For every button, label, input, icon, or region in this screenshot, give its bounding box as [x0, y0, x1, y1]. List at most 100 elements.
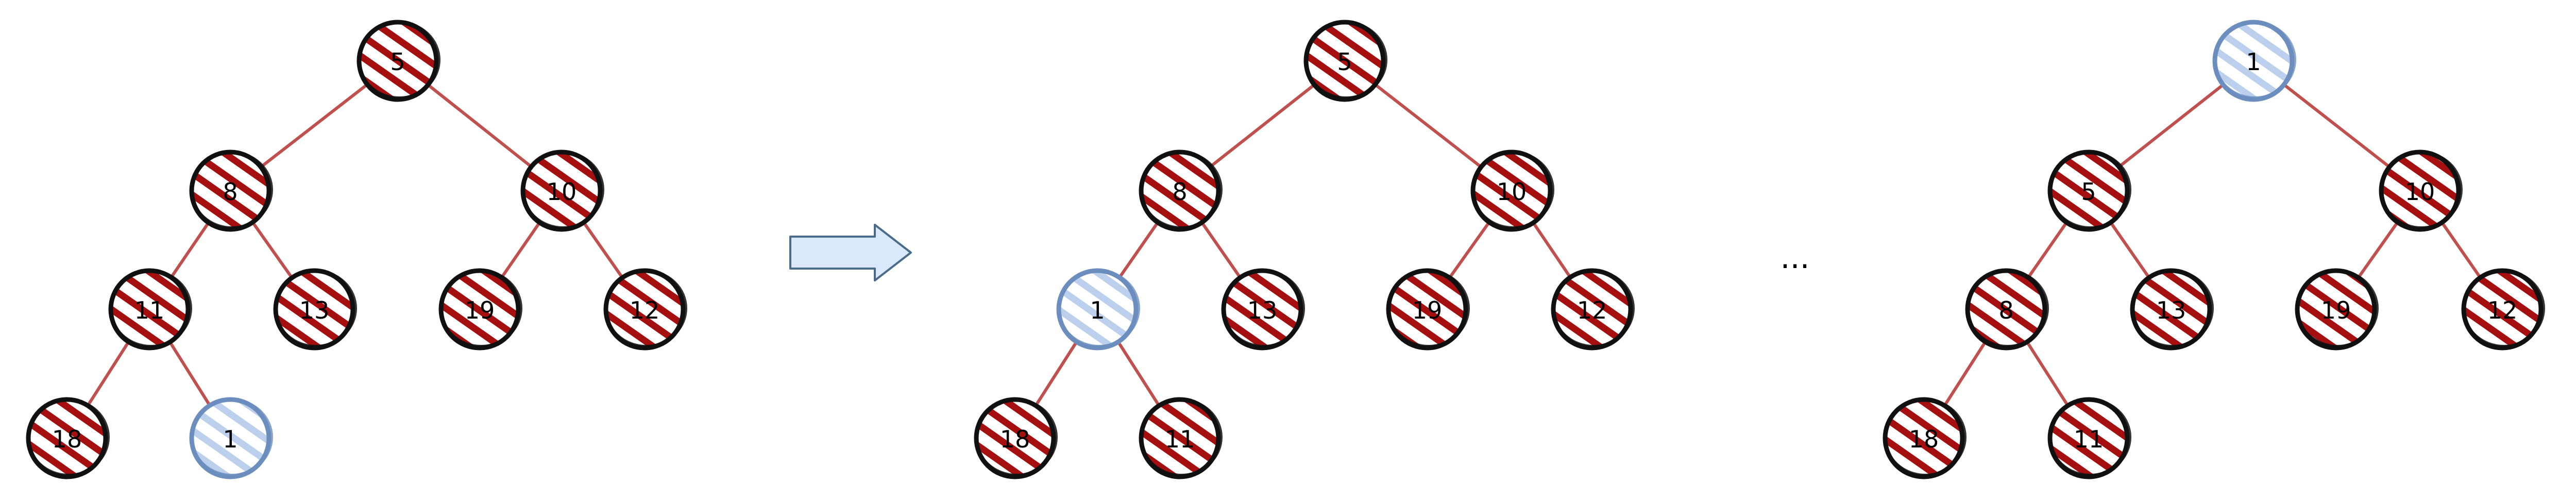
- node-outline-sketch: [1140, 398, 1223, 476]
- node-fill: [2381, 152, 2459, 229]
- node-fill: [1473, 152, 1550, 229]
- node-label: 1: [2246, 48, 2261, 76]
- node-outline-sketch: [1305, 21, 1387, 98]
- node-label: 1: [1090, 296, 1105, 324]
- node-label: 11: [1165, 425, 1195, 453]
- node-label: 10: [2405, 178, 2435, 206]
- node-label: 13: [299, 296, 330, 324]
- node-outline-sketch: [358, 21, 440, 98]
- node-outline-sketch: [1884, 398, 1967, 476]
- node-label: 19: [1412, 296, 1443, 324]
- node-label: 8: [223, 178, 238, 206]
- node-fill: [1968, 271, 2045, 348]
- node-outline-sketch: [191, 398, 273, 476]
- right-arrow-icon: [789, 224, 912, 281]
- heap-node: 18: [1883, 397, 1967, 479]
- heap-node: 11: [2047, 397, 2131, 479]
- node-fill: [441, 271, 518, 348]
- node-fill: [2050, 152, 2127, 229]
- heap-node: 5: [357, 20, 440, 102]
- heap-node: 11: [108, 268, 192, 351]
- heap-node-highlighted: 1: [1056, 268, 1140, 351]
- node-label: 8: [1998, 296, 2013, 324]
- node-label: 11: [2074, 425, 2104, 453]
- node-label: 10: [547, 178, 577, 206]
- node-fill: [2132, 271, 2210, 348]
- heap-node: 18: [974, 397, 1058, 479]
- node-fill: [192, 152, 269, 229]
- node-fill: [192, 400, 269, 477]
- heap-node: 12: [603, 268, 687, 351]
- node-fill: [1306, 22, 1383, 99]
- node-label: 18: [1000, 425, 1030, 453]
- node-outline-sketch: [2463, 270, 2545, 347]
- node-fill: [28, 400, 106, 477]
- heap-node: 8: [1139, 149, 1223, 232]
- node-outline-sketch: [605, 270, 687, 347]
- heap-node: 10: [520, 149, 604, 232]
- node-outline-sketch: [275, 270, 357, 347]
- node-outline-sketch: [1967, 270, 2049, 347]
- heap-node-highlighted: 1: [189, 397, 273, 479]
- node-outline-sketch: [975, 398, 1058, 476]
- heap-node: 19: [2295, 268, 2379, 351]
- node-label: 19: [2321, 296, 2351, 324]
- node-label: 18: [1909, 425, 1939, 453]
- node-outline-sketch: [110, 270, 192, 347]
- node-fill: [1141, 152, 1218, 229]
- heap-node: 11: [1139, 397, 1223, 479]
- node-label: 12: [2487, 296, 2518, 324]
- node-fill: [976, 400, 1054, 477]
- node-label: 18: [52, 425, 82, 453]
- node-label: 1: [223, 425, 238, 453]
- node-label: 8: [1172, 178, 1187, 206]
- heap-node: 10: [1470, 149, 1554, 232]
- node-outline-sketch: [2049, 151, 2131, 228]
- node-label: 13: [2156, 296, 2187, 324]
- node-outline-sketch: [27, 398, 110, 476]
- node-fill: [606, 271, 683, 348]
- node-label: 11: [134, 296, 165, 324]
- node-fill: [1885, 400, 1962, 477]
- node-outline-sketch: [522, 151, 604, 228]
- node-outline-sketch: [1058, 270, 1140, 347]
- heap-node: 10: [2379, 149, 2463, 232]
- node-label: 12: [630, 296, 660, 324]
- node-outline-sketch: [2049, 398, 2131, 476]
- node-outline-sketch: [440, 270, 522, 347]
- node-fill: [276, 271, 353, 348]
- node-fill: [2215, 22, 2292, 99]
- node-outline-sketch: [1140, 151, 1223, 228]
- node-outline-sketch: [1552, 270, 1635, 347]
- heap-node: 12: [2461, 268, 2545, 351]
- node-fill: [111, 271, 188, 348]
- node-fill: [2297, 271, 2375, 348]
- node-label: 5: [1337, 48, 1352, 76]
- heap-node: 12: [1551, 268, 1635, 351]
- node-fill: [523, 152, 600, 229]
- heap-node: 8: [189, 149, 273, 232]
- heap-node: 8: [1965, 268, 2049, 351]
- heap-node: 19: [1386, 268, 1470, 351]
- node-label: 5: [2081, 178, 2096, 206]
- node-fill: [1141, 400, 1218, 477]
- node-outline-sketch: [1472, 151, 1554, 228]
- node-fill: [1059, 271, 1136, 348]
- node-fill: [359, 22, 436, 99]
- node-outline-sketch: [191, 151, 273, 228]
- node-fill: [2050, 400, 2127, 477]
- node-outline-sketch: [2380, 151, 2463, 228]
- node-outline-sketch: [1223, 270, 1305, 347]
- node-outline-sketch: [2131, 270, 2214, 347]
- node-label: 12: [1577, 296, 1607, 324]
- node-fill: [2464, 271, 2541, 348]
- node-label: 10: [1497, 178, 1527, 206]
- edges-layer: [65, 59, 2504, 440]
- node-fill: [1224, 271, 1301, 348]
- heap-node: 19: [438, 268, 522, 351]
- node-fill: [1553, 271, 1631, 348]
- node-label: 19: [465, 296, 495, 324]
- node-outline-sketch: [2296, 270, 2379, 347]
